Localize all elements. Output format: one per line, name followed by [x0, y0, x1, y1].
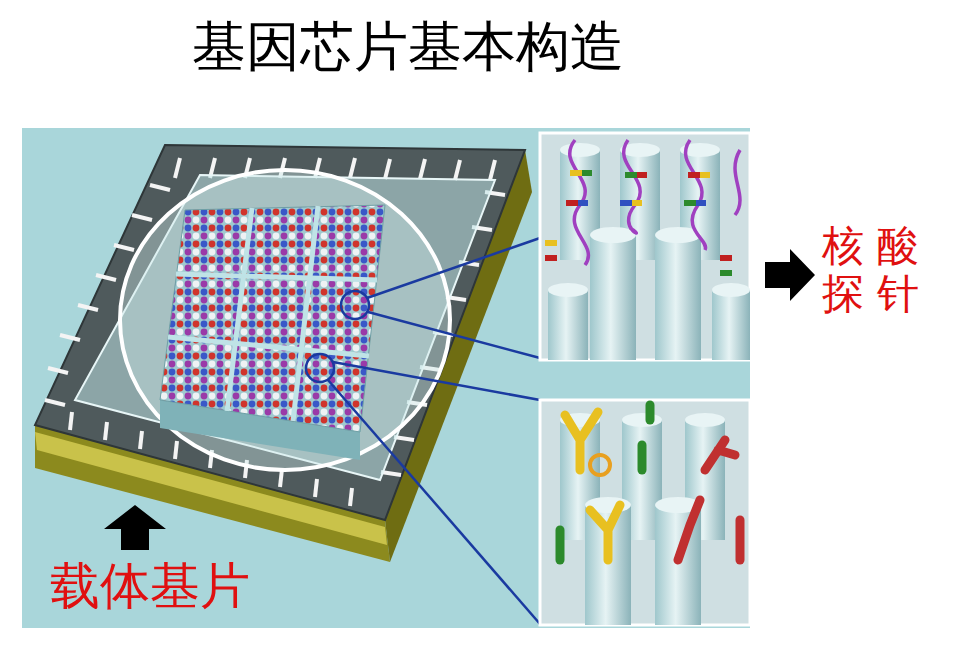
array-grid [168, 206, 377, 421]
chip-pins [45, 158, 505, 506]
inset-protein-probes [540, 400, 750, 625]
probe-array [160, 205, 385, 432]
chip-top [35, 145, 525, 520]
diagram-title: 基因芯片基本构造 [192, 16, 624, 78]
arrow-up [104, 505, 166, 550]
probe-label: 核 酸 探 针 [822, 222, 944, 319]
substrate-label: 载体基片 [50, 558, 350, 616]
background-panel [22, 128, 750, 628]
arrow-right [765, 249, 815, 301]
inset-nucleic-probes [540, 133, 750, 360]
zoom-lines [306, 238, 540, 624]
